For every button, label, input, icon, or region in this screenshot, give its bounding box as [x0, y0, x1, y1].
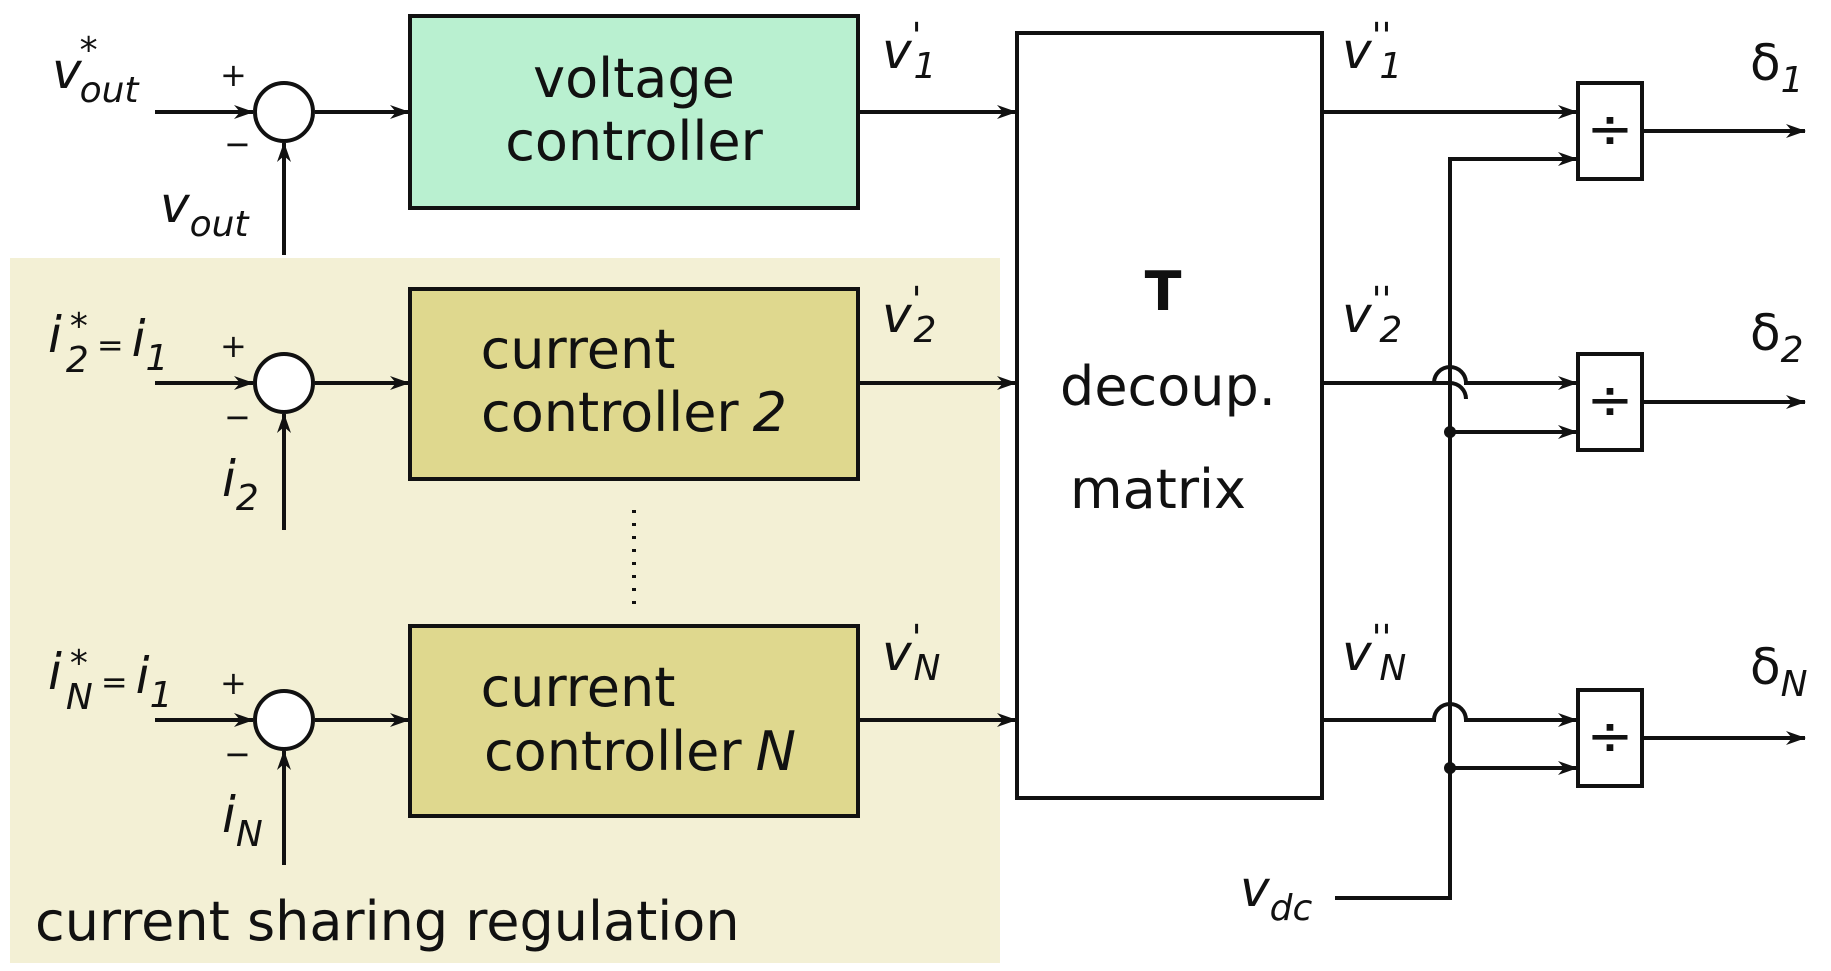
voltage-block-line1: voltage [533, 47, 735, 110]
sum-junction-current-n [253, 689, 315, 751]
minus-sign-n: − [224, 735, 251, 773]
label-delta-1: δ1 [1750, 34, 1804, 101]
minus-sign-2: − [224, 398, 251, 436]
junction-dot-n [1444, 762, 1456, 774]
wire-v2pp [1322, 381, 1468, 400]
current-2-line1: current [481, 318, 676, 381]
region-label: current sharing regulation [35, 890, 740, 953]
plus-sign-1: + [220, 56, 247, 94]
label-i2: i2 [222, 450, 259, 519]
divider-block-1: ÷ [1576, 81, 1644, 181]
sum-junction-current-2 [253, 352, 315, 414]
label-v2-dprime: v''2 [1342, 280, 1402, 351]
matrix-line1: decoup. [1060, 355, 1276, 418]
divider-block-n: ÷ [1576, 688, 1644, 788]
label-v2-prime: v'2 [882, 280, 936, 351]
label-vdc: vdc [1240, 860, 1312, 929]
minus-sign-1: − [224, 125, 251, 163]
label-in: iN [222, 786, 263, 855]
divider-symbol-2: ÷ [1587, 368, 1634, 433]
voltage-block-line2: controller [505, 110, 763, 173]
label-v1-prime: v'1 [882, 16, 936, 87]
vdc-bus [1335, 157, 1577, 900]
label-i2-ref: i*2=i1 [48, 306, 168, 381]
label-delta-n: δN [1750, 638, 1808, 705]
matrix-line2: matrix [1070, 458, 1246, 521]
divider-symbol-n: ÷ [1587, 704, 1634, 769]
junction-dot-2 [1444, 426, 1456, 438]
current-n-line1: current [481, 656, 676, 719]
divider-block-2: ÷ [1576, 352, 1644, 452]
label-v1-dprime: v''1 [1342, 16, 1402, 87]
plus-sign-2: + [220, 327, 247, 365]
label-delta-2: δ2 [1750, 304, 1804, 371]
plus-sign-n: + [220, 664, 247, 702]
matrix-symbol: T [1145, 260, 1182, 323]
decoupling-matrix-block: T decoup. matrix [1015, 31, 1324, 800]
divider-symbol-1: ÷ [1587, 97, 1634, 162]
label-vout-ref: v*out [52, 30, 140, 111]
label-vout: vout [160, 176, 250, 245]
label-vN-dprime: v''N [1342, 618, 1406, 689]
label-vN-prime: v'N [882, 618, 940, 689]
voltage-controller-block: voltage controller [408, 14, 860, 210]
sum-junction-voltage [253, 81, 315, 143]
label-in-ref: i*N=i1 [48, 643, 172, 718]
